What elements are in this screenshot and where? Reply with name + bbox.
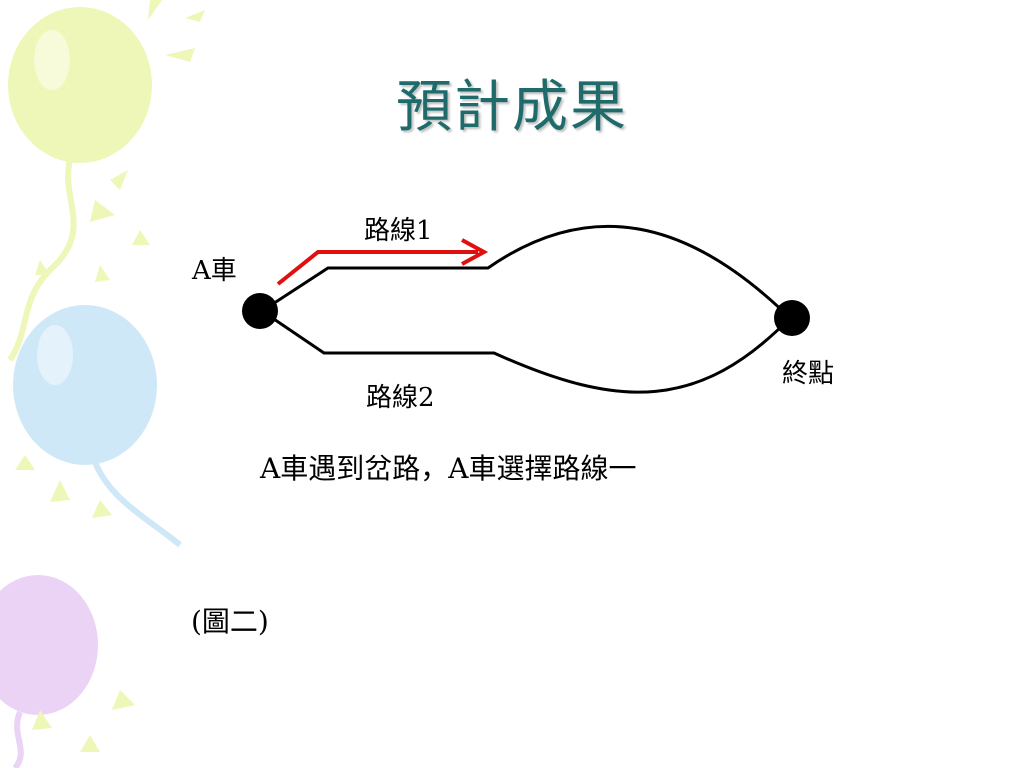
- car-label: A車: [192, 256, 237, 286]
- slide-title: 預計成果: [396, 75, 628, 140]
- purple-balloon: [0, 575, 98, 768]
- blue-balloon: [13, 305, 182, 548]
- balloon-decoration: [0, 0, 205, 768]
- route2-road: [261, 309, 792, 394]
- route1-road: [261, 224, 792, 320]
- yellow-balloon: [7, 7, 152, 362]
- start-point: [242, 293, 278, 329]
- route1-label: 路線1: [364, 216, 433, 246]
- arrow-head-icon: [461, 238, 489, 266]
- figure-label: (圖二): [191, 605, 269, 638]
- end-point: [774, 300, 810, 336]
- diagram-caption: A車遇到岔路，A車選擇路線一: [260, 452, 637, 485]
- route2-label: 路線2: [366, 383, 435, 413]
- route1-arrow: [276, 250, 478, 286]
- end-label: 終點: [782, 359, 835, 389]
- sparkle-rays: [15, 0, 205, 752]
